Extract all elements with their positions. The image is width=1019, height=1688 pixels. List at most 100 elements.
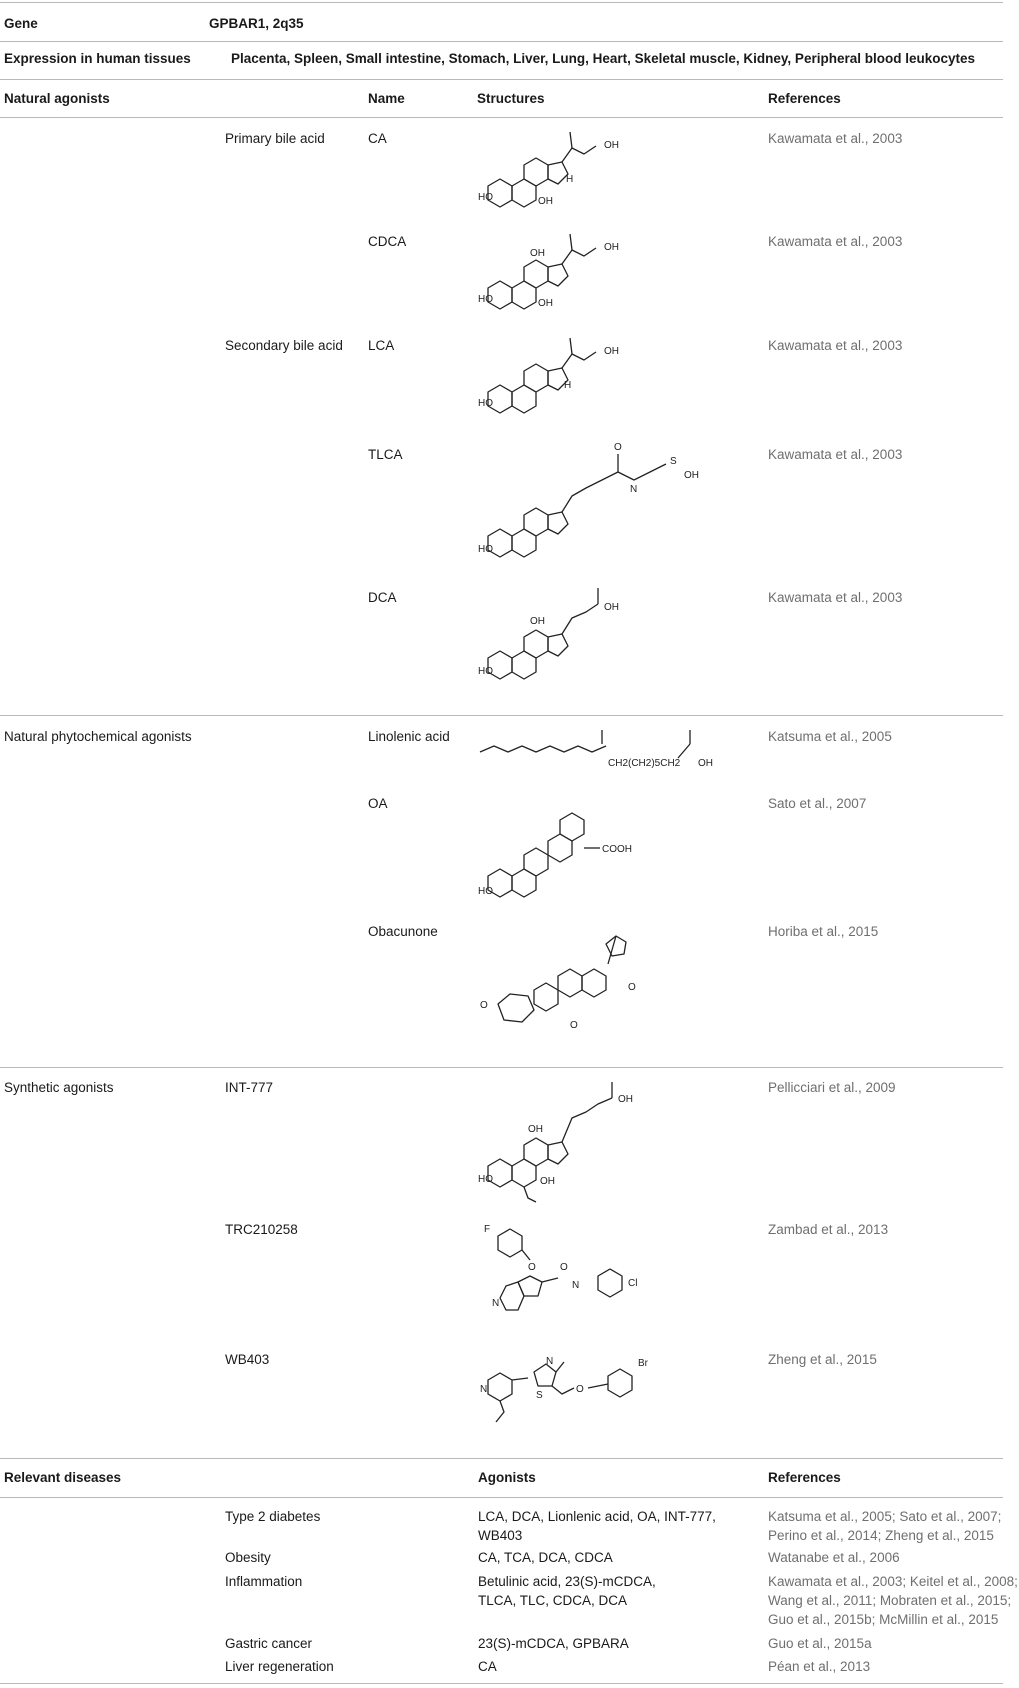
col-name-header: Name: [368, 91, 405, 106]
svg-text:O: O: [570, 1020, 578, 1031]
svg-text:OH: OH: [538, 196, 553, 207]
dca-structure-icon: OH OH HO: [478, 580, 688, 690]
disease-name: Liver regeneration: [225, 1659, 334, 1674]
svg-text:N: N: [480, 1384, 487, 1395]
svg-text:O: O: [528, 1262, 536, 1273]
rule-bottom: [0, 1683, 1003, 1684]
svg-text:HO: HO: [478, 544, 493, 555]
reference-link[interactable]: Sato et al., 2007: [768, 796, 867, 811]
reference-link[interactable]: Katsuma et al., 2005; Sato et al., 2007;: [768, 1509, 1002, 1524]
disease-agonists: CA, TCA, DCA, CDCA: [478, 1550, 613, 1565]
svg-text:S: S: [670, 456, 677, 467]
disease-name: Gastric cancer: [225, 1636, 313, 1651]
svg-text:N: N: [492, 1298, 499, 1309]
svg-text:OH: OH: [530, 248, 545, 259]
lca-structure-icon: OH HO H: [478, 330, 688, 420]
rule: [0, 117, 1003, 118]
rule: [0, 41, 1003, 42]
reference-link[interactable]: Kawamata et al., 2003: [768, 131, 903, 146]
col-agonists-header: Agonists: [478, 1470, 536, 1485]
svg-text:HO: HO: [478, 294, 493, 305]
gene-value: GPBAR1, 2q35: [209, 16, 304, 31]
col-disease-references-header: References: [768, 1470, 841, 1485]
disease-agonists: WB403: [478, 1528, 523, 1543]
agonist-name: CDCA: [368, 234, 407, 249]
category-label: Natural phytochemical agonists: [4, 729, 192, 744]
cdca-structure-icon: OH HO OH OH: [478, 226, 688, 316]
svg-text:HO: HO: [478, 192, 493, 203]
oa-structure-icon: COOH HO: [478, 784, 678, 904]
agonist-name: TRC210258: [225, 1222, 298, 1237]
svg-text:S: S: [536, 1390, 543, 1401]
svg-text:O: O: [628, 982, 636, 993]
category-label: Synthetic agonists: [4, 1080, 114, 1095]
reference-link[interactable]: Pellicciari et al., 2009: [768, 1080, 896, 1095]
expression-label: Expression in human tissues: [4, 51, 191, 66]
rule: [0, 715, 1003, 716]
reference-link[interactable]: Kawamata et al., 2003: [768, 590, 903, 605]
svg-text:OH: OH: [618, 1094, 633, 1105]
agonist-name: Obacunone: [368, 924, 438, 939]
agonist-name: Linolenic acid: [368, 729, 450, 744]
disease-name: Inflammation: [225, 1574, 303, 1589]
reference-link[interactable]: Horiba et al., 2015: [768, 924, 879, 939]
reference-link[interactable]: Guo et al., 2015b; McMillin et al., 2015: [768, 1612, 999, 1627]
reference-link[interactable]: Katsuma et al., 2005: [768, 729, 892, 744]
svg-text:OH: OH: [604, 346, 619, 357]
svg-text:H: H: [564, 380, 571, 391]
svg-text:Cl: Cl: [628, 1278, 637, 1289]
reference-link[interactable]: Zheng et al., 2015: [768, 1352, 877, 1367]
svg-text:O: O: [480, 1000, 488, 1011]
reference-link[interactable]: Kawamata et al., 2003: [768, 447, 903, 462]
rule: [0, 1067, 1003, 1068]
col-references-header: References: [768, 91, 841, 106]
linolenic-acid-structure-icon: CH2(CH2)5CH2 OH: [478, 724, 718, 774]
subcategory-label: Primary bile acid: [225, 131, 325, 146]
disease-name: Type 2 diabetes: [225, 1509, 321, 1524]
agonist-name: CA: [368, 131, 387, 146]
reference-link[interactable]: Kawamata et al., 2003: [768, 338, 903, 353]
agonist-name: OA: [368, 796, 388, 811]
disease-agonists: LCA, DCA, Lionlenic acid, OA, INT-777,: [478, 1509, 716, 1524]
svg-text:OH: OH: [530, 616, 545, 627]
svg-text:HO: HO: [478, 666, 493, 677]
svg-text:N: N: [572, 1280, 579, 1291]
int-777-structure-icon: OH OH OH HO: [478, 1074, 708, 1204]
rule: [0, 1497, 1003, 1498]
reference-link[interactable]: Zambad et al., 2013: [768, 1222, 889, 1237]
svg-text:HO: HO: [478, 398, 493, 409]
svg-text:N: N: [630, 484, 637, 495]
reference-link[interactable]: Kawamata et al., 2003: [768, 234, 903, 249]
svg-text:HO: HO: [478, 1174, 493, 1185]
rule: [0, 1458, 1003, 1459]
reference-link[interactable]: Guo et al., 2015a: [768, 1636, 872, 1651]
svg-text:OH: OH: [604, 602, 619, 613]
tlca-structure-icon: O N S OH HO: [478, 436, 738, 566]
svg-text:N: N: [546, 1356, 553, 1367]
reference-link[interactable]: Wang et al., 2011; Mobraten et al., 2015…: [768, 1593, 1012, 1608]
disease-agonists: 23(S)-mCDCA, GPBARA: [478, 1636, 629, 1651]
col-structures-header: Structures: [477, 91, 545, 106]
svg-text:OH: OH: [538, 298, 553, 309]
col-category-header: Natural agonists: [4, 91, 110, 106]
col-disease-header: Relevant diseases: [4, 1470, 122, 1485]
agonist-name: DCA: [368, 590, 397, 605]
svg-text:OH: OH: [604, 140, 619, 151]
reference-link[interactable]: Péan et al., 2013: [768, 1659, 871, 1674]
disease-agonists: Betulinic acid, 23(S)-mCDCA,: [478, 1574, 656, 1589]
svg-text:COOH: COOH: [602, 844, 632, 855]
reference-link[interactable]: Watanabe et al., 2006: [768, 1550, 900, 1565]
svg-text:OH: OH: [540, 1176, 555, 1187]
svg-text:F: F: [484, 1224, 490, 1235]
reference-link[interactable]: Kawamata et al., 2003; Keitel et al., 20…: [768, 1574, 1018, 1589]
agonist-name: WB403: [225, 1352, 270, 1367]
svg-text:O: O: [614, 442, 622, 453]
svg-text:OH: OH: [684, 470, 699, 481]
svg-text:H: H: [566, 174, 573, 185]
svg-text:O: O: [576, 1384, 584, 1395]
reference-link[interactable]: Perino et al., 2014; Zheng et al., 2015: [768, 1528, 994, 1543]
svg-text:HO: HO: [478, 886, 493, 897]
disease-name: Obesity: [225, 1550, 271, 1565]
ca-structure-icon: OH HO OH H: [478, 124, 688, 214]
gene-label: Gene: [4, 16, 38, 31]
